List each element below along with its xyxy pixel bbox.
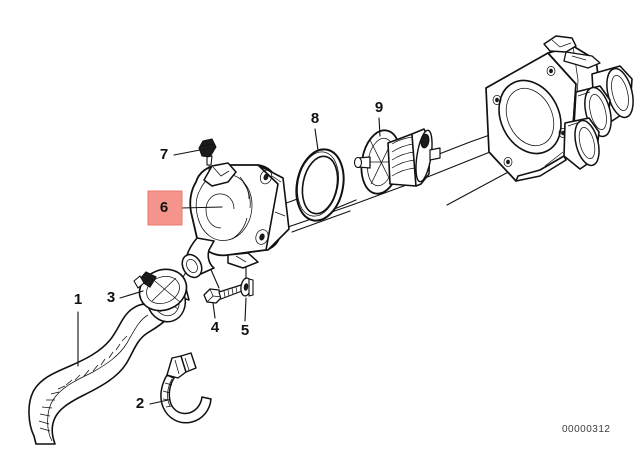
leader-9 bbox=[378, 117, 381, 137]
part-thermostat-housing bbox=[485, 35, 634, 182]
leader-4 bbox=[212, 302, 216, 319]
part-spring-hose-clamp bbox=[160, 352, 212, 424]
callout-labels: 1 2 3 4 5 6 7 8 9 bbox=[74, 99, 383, 412]
leader-3 bbox=[119, 290, 144, 299]
callout-label-7: 7 bbox=[160, 146, 168, 163]
part-hex-bolt bbox=[203, 284, 243, 304]
callout-label-1: 1 bbox=[74, 291, 82, 308]
part-worm-drive-hose-clamp bbox=[133, 268, 188, 312]
part-washer bbox=[240, 277, 254, 297]
callout-label-2: 2 bbox=[136, 395, 144, 412]
highlight-box bbox=[147, 190, 183, 226]
leader-6 bbox=[180, 206, 223, 209]
callout-label-3: 3 bbox=[107, 289, 115, 306]
leader-7 bbox=[173, 149, 201, 156]
part-thermostat-housing-cover bbox=[181, 162, 290, 279]
callout-label-5: 5 bbox=[241, 322, 249, 339]
callout-label-6: 6 bbox=[160, 199, 168, 216]
diagram-reference-number: 00000312 bbox=[562, 424, 611, 435]
callout-leaders bbox=[77, 117, 381, 405]
leader-5 bbox=[244, 297, 247, 322]
leader-2 bbox=[149, 399, 169, 405]
callout-label-9: 9 bbox=[375, 99, 383, 116]
part-temperature-sensor-plug bbox=[198, 138, 217, 172]
leader-8 bbox=[314, 128, 319, 151]
callout-label-8: 8 bbox=[311, 110, 319, 127]
part-o-ring-gasket bbox=[295, 148, 345, 222]
callout-label-4: 4 bbox=[211, 319, 220, 336]
flange-bolt-holes bbox=[492, 66, 568, 167]
part-thermostat bbox=[353, 128, 441, 195]
